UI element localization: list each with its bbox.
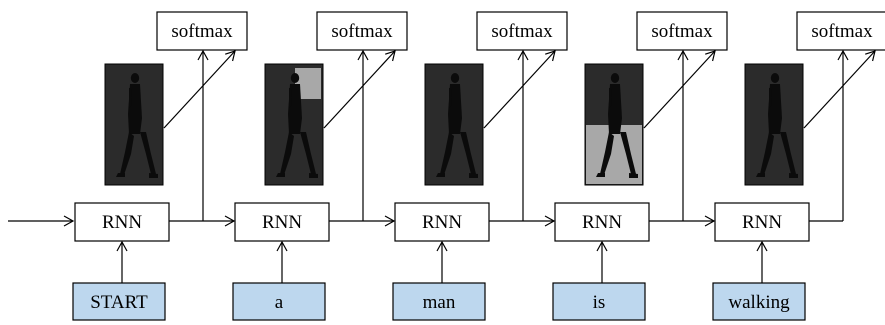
input-word-box — [712, 282, 806, 321]
rnn-cell — [554, 202, 650, 242]
walking-man-image — [424, 63, 484, 186]
rnn-label: RNN — [262, 212, 302, 233]
rnn-label: RNN — [102, 212, 142, 233]
softmax-label: softmax — [491, 21, 553, 42]
input-word-label: is — [593, 292, 606, 313]
attention-to-softmax-arrow — [803, 50, 876, 129]
rnn-label: RNN — [742, 212, 782, 233]
rnn-cell — [714, 202, 810, 242]
softmax-box — [636, 11, 728, 51]
input-word-box — [392, 282, 486, 321]
input-word-label: START — [90, 292, 148, 313]
walking-man-image — [744, 63, 804, 186]
input-word-label: walking — [728, 292, 790, 313]
attention-to-softmax-arrow — [323, 50, 396, 129]
attention-to-softmax-arrow — [643, 50, 716, 129]
rnn-label: RNN — [582, 212, 622, 233]
softmax-label: softmax — [651, 21, 713, 42]
softmax-label: softmax — [811, 21, 873, 42]
attention-to-softmax-arrow — [163, 50, 236, 129]
input-word-label: man — [423, 292, 456, 313]
input-word-box — [552, 282, 646, 321]
walking-man-image — [104, 63, 164, 186]
rnn-cell — [74, 202, 170, 242]
input-word-label: a — [275, 292, 284, 313]
input-word-box — [232, 282, 326, 321]
softmax-box — [476, 11, 568, 51]
rnn-label: RNN — [422, 212, 462, 233]
softmax-box — [316, 11, 408, 51]
softmax-label: softmax — [331, 21, 393, 42]
walking-man-image — [264, 63, 324, 186]
input-word-box — [72, 282, 166, 321]
softmax-label: softmax — [171, 21, 233, 42]
rnn-cell — [234, 202, 330, 242]
walking-man-image — [584, 63, 644, 186]
rnn-cell — [394, 202, 490, 242]
attention-to-softmax-arrow — [483, 50, 556, 129]
